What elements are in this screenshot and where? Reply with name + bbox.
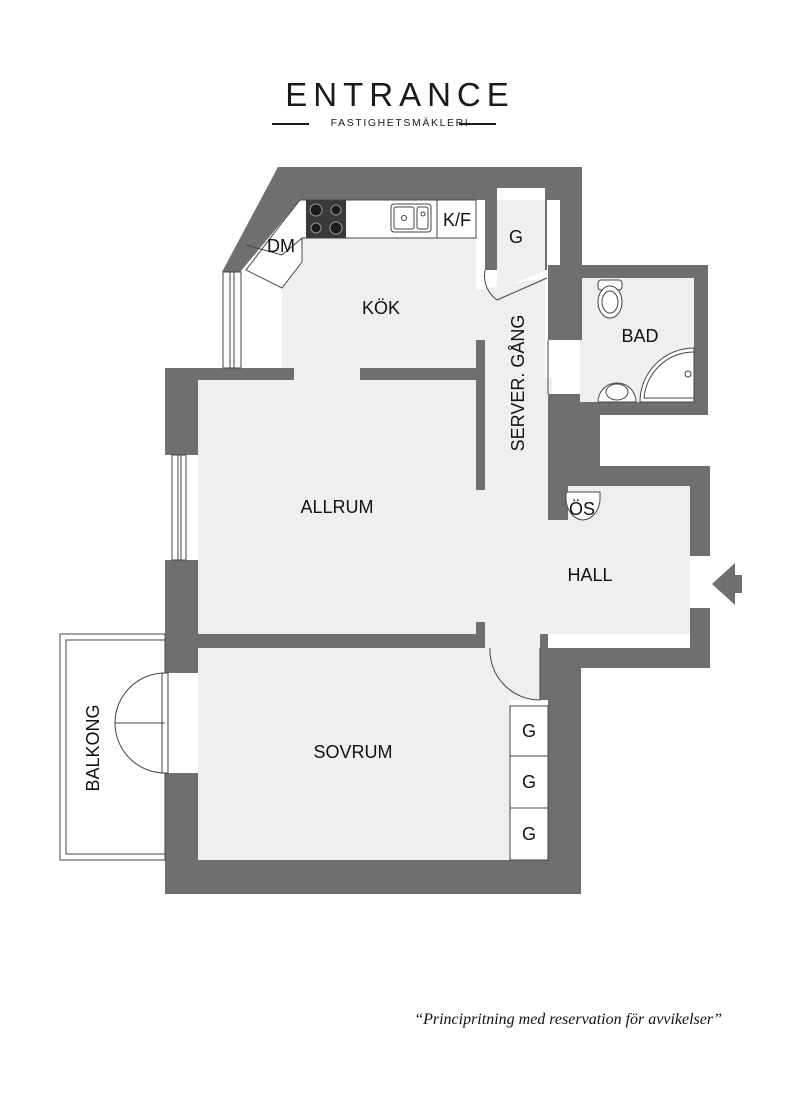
logo-rule-right	[459, 123, 496, 125]
sink-icon	[390, 203, 432, 233]
label-balcony: BALKONG	[83, 704, 103, 791]
balcony	[59, 633, 166, 861]
logo-title: ENTRANCE	[285, 76, 515, 113]
label-wardrobe: G	[522, 721, 536, 741]
label-storage-kitchen: G	[509, 227, 523, 247]
label-wardrobe: G	[522, 824, 536, 844]
balcony-doors	[114, 672, 169, 774]
bedroom-door	[489, 647, 541, 701]
label-fridge-freezer: K/F	[443, 210, 471, 230]
label-kitchen: KÖK	[362, 298, 400, 318]
coat-closet	[565, 491, 601, 521]
logo-subtitle: FASTIGHETSMÄKLERI	[330, 117, 470, 129]
label-wardrobe: G	[522, 772, 536, 792]
label-living-room: ALLRUM	[300, 497, 373, 517]
label-service-corridor: SERVER. GÅNG	[508, 315, 528, 452]
toilet-icon	[597, 279, 623, 319]
label-bedroom: SOVRUM	[313, 742, 392, 762]
label-hall: HALL	[567, 565, 612, 585]
stove-icon	[306, 200, 346, 238]
entrance-arrow-icon[interactable]	[712, 563, 742, 605]
washbasin-icon	[597, 382, 637, 403]
windows	[171, 271, 242, 561]
wardrobes	[509, 705, 549, 861]
shower-icon	[639, 347, 695, 403]
label-bathroom: BAD	[621, 326, 658, 346]
label-dishwasher: DM	[267, 236, 295, 256]
label-coat-closet: ÖS	[569, 499, 595, 519]
logo-rule-left	[272, 123, 309, 125]
walls	[165, 167, 710, 894]
disclaimer-text: “Principritning med reservation för avvi…	[414, 1011, 722, 1028]
corridor-door	[484, 269, 548, 301]
